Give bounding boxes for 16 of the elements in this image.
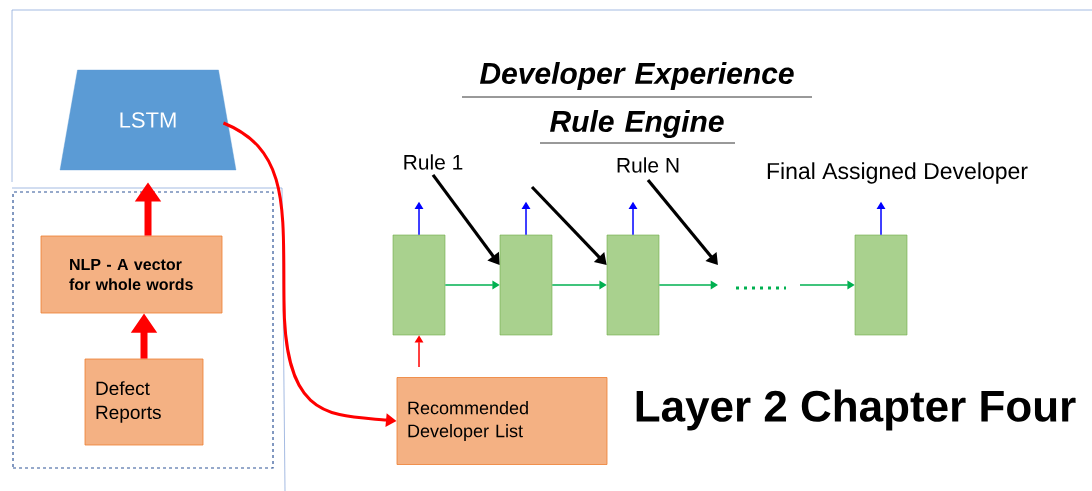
cell-bar (392, 234, 446, 336)
heading-text: Layer 2 Chapter Four (636, 389, 1076, 431)
trapezoid-block: LSTM (59, 69, 237, 171)
title: Developer Experience Rule Engine (461, 62, 813, 144)
process-box: NLP - A vector for whole words (40, 235, 223, 314)
arrow (646, 178, 718, 265)
arrow (530, 185, 607, 265)
rule-text: Rule 1 (404, 154, 463, 170)
arrow (431, 173, 500, 265)
rule-text: Rule N (617, 157, 679, 173)
cell-bar (499, 234, 553, 336)
label-text: Final Assigned Developer (767, 162, 1028, 184)
process-box: Recommended Developer List (396, 377, 608, 465)
cell-bar (854, 234, 908, 336)
process-box: Defect Reports (84, 358, 204, 446)
cell-bar (606, 234, 660, 336)
